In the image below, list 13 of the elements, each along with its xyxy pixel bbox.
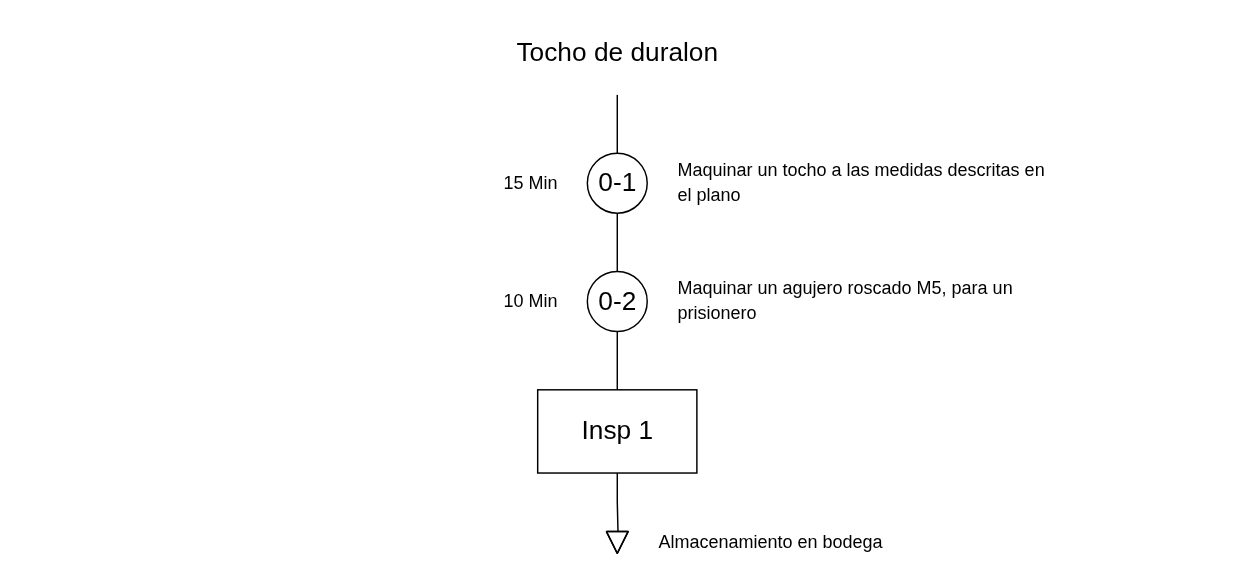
connector <box>616 212 619 273</box>
node-circle: 0-1 <box>586 152 649 214</box>
node-note: 10 Min <box>503 289 558 313</box>
node-note: Maquinar un tocho a las medidas descritas en el plano <box>677 159 1046 208</box>
node-note: 15 Min <box>503 171 558 195</box>
connector <box>616 94 619 154</box>
node-note: Maquinar un agujero roscado M5, para un prisionero <box>677 277 1014 326</box>
node-circle: 0-2 <box>586 270 649 333</box>
node-text: Tocho de duralon <box>516 37 719 68</box>
connector <box>616 472 619 533</box>
node-box: Insp 1 <box>537 389 698 474</box>
node-note: Almacenamiento en bodega <box>658 530 883 554</box>
connector <box>616 330 619 391</box>
